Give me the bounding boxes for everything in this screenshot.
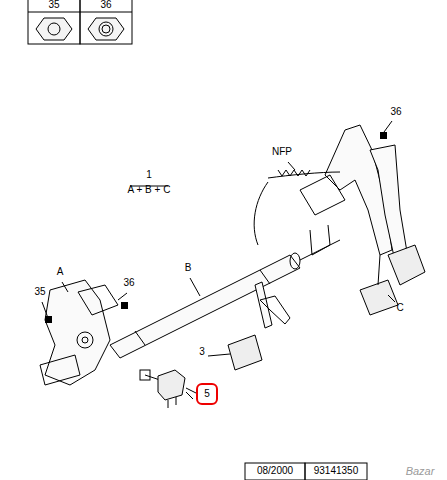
callout-number: 3 <box>199 347 205 357</box>
date-code: 08/2000 <box>257 466 293 476</box>
part-number: 93141350 <box>314 466 359 476</box>
part-letter: A <box>57 267 64 277</box>
callout-number: 36 <box>390 107 401 117</box>
nut-cell <box>28 0 80 44</box>
part-letter: B <box>185 263 192 273</box>
nut-cell <box>80 0 132 44</box>
part-letter: C <box>396 303 403 313</box>
callout-number: 35 <box>48 0 59 10</box>
highlight-ring <box>197 384 217 404</box>
part-code: NFP <box>272 147 292 157</box>
callout-number: 36 <box>123 278 134 288</box>
group-number: 1 <box>146 170 152 180</box>
callout-number: 5 <box>204 389 210 399</box>
group-formula: A + B + C <box>128 185 171 195</box>
callout-number: 35 <box>34 287 45 297</box>
watermark: Bazar <box>406 466 435 477</box>
callout-number: 36 <box>100 0 111 10</box>
